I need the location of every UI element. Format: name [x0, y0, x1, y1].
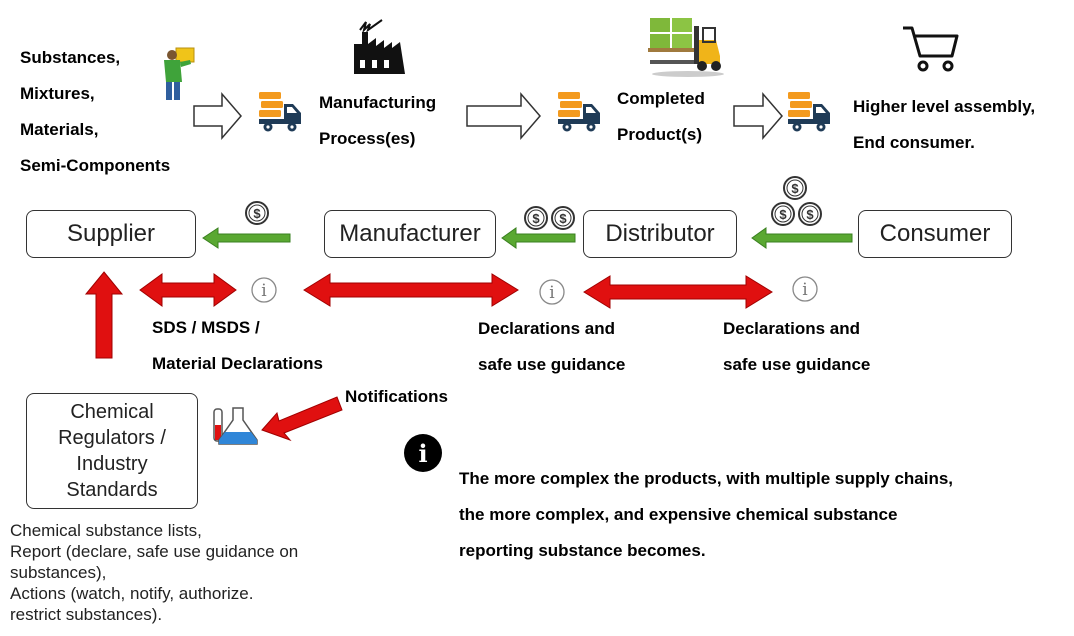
- info-icon: [792, 276, 818, 302]
- inputs-line: Semi-Components: [20, 156, 171, 175]
- payment-arrow: [501, 227, 576, 249]
- truck-icon: [788, 92, 830, 132]
- regulator-note-line: Chemical substance lists,: [10, 521, 202, 540]
- consumer-box: Consumer: [858, 210, 1012, 258]
- info-solid-icon: i: [404, 434, 442, 472]
- declarations-line: safe use guidance: [478, 355, 626, 374]
- regulation-up-arrow: [84, 271, 124, 359]
- regulator-note-line: Actions (watch, notify, authorize.: [10, 584, 254, 603]
- coin-icon: [551, 206, 575, 230]
- flow-arrow-1: [193, 91, 242, 141]
- regulators-box: Chemical Regulators / Industry Standards: [26, 393, 198, 509]
- worker-icon: [164, 47, 195, 100]
- info-note: The more complex the products, with mult…: [459, 461, 953, 569]
- assembly-line: Higher level assembly,: [853, 97, 1036, 116]
- coin-icon: [771, 202, 795, 226]
- assembly-label: Higher level assembly, End consumer.: [853, 89, 1035, 161]
- info-note-line: reporting substance becomes.: [459, 541, 706, 560]
- payment-arrow: [751, 227, 853, 249]
- truck-icon: [558, 92, 600, 132]
- assembly-line: End consumer.: [853, 133, 975, 152]
- info-note-line: the more complex, and expensive chemical…: [459, 505, 898, 524]
- cart-icon: [903, 26, 959, 72]
- manufacturing-line: Process(es): [319, 129, 416, 148]
- declarations-line: safe use guidance: [723, 355, 871, 374]
- regulators-line: Industry: [76, 453, 148, 475]
- declarations-mid-label: Declarations and safe use guidance: [478, 311, 625, 383]
- completed-label: Completed Product(s): [617, 81, 705, 153]
- info-exchange-arrow: [583, 275, 773, 309]
- flow-arrow-3: [733, 91, 783, 141]
- inputs-line: Mixtures,: [20, 84, 95, 103]
- truck-icon: [259, 92, 301, 132]
- coin-icon: [798, 202, 822, 226]
- sds-label: SDS / MSDS / Material Declarations: [152, 310, 323, 382]
- regulator-note-line: Report (declare, safe use guidance on: [10, 542, 299, 561]
- declarations-right-label: Declarations and safe use guidance: [723, 311, 870, 383]
- manufacturing-label: Manufacturing Process(es): [319, 85, 436, 157]
- info-note-line: The more complex the products, with mult…: [459, 469, 954, 488]
- regulator-note-line: substances),: [10, 563, 107, 582]
- regulators-line: Chemical: [70, 401, 154, 423]
- info-icon: [539, 279, 565, 305]
- distributor-box: Distributor: [583, 210, 737, 258]
- manufacturing-line: Manufacturing: [319, 93, 437, 112]
- regulators-line: Standards: [66, 479, 158, 501]
- regulator-notes: Chemical substance lists, Report (declar…: [10, 520, 370, 625]
- notifications-label: Notifications: [345, 387, 448, 406]
- supplier-box: Supplier: [26, 210, 196, 258]
- payment-arrow: [202, 227, 291, 249]
- flow-arrow-2: [466, 91, 541, 141]
- info-exchange-arrow: [139, 273, 237, 307]
- info-exchange-arrow: [303, 273, 519, 307]
- forklift-icon: [648, 18, 724, 77]
- sds-line: SDS / MSDS /: [152, 318, 260, 337]
- factory-icon: [354, 19, 405, 74]
- sds-line: Material Declarations: [152, 354, 324, 373]
- lab-flask-icon: [213, 407, 258, 445]
- regulators-line: Regulators /: [58, 427, 166, 449]
- info-icon: [251, 277, 277, 303]
- manufacturer-box: Manufacturer: [324, 210, 496, 258]
- notification-arrow: [261, 396, 343, 442]
- coin-icon: [783, 176, 807, 200]
- inputs-line: Materials,: [20, 120, 99, 139]
- completed-line: Product(s): [617, 125, 702, 144]
- inputs-label: Substances, Mixtures, Materials, Semi-Co…: [20, 40, 170, 184]
- regulator-note-line: restrict substances).: [10, 605, 163, 624]
- declarations-line: Declarations and: [478, 319, 615, 338]
- declarations-line: Declarations and: [723, 319, 860, 338]
- coin-icon: [245, 201, 269, 225]
- coin-icon: [524, 206, 548, 230]
- inputs-line: Substances,: [20, 48, 121, 67]
- svg-text:i: i: [418, 439, 427, 468]
- completed-line: Completed: [617, 89, 705, 108]
